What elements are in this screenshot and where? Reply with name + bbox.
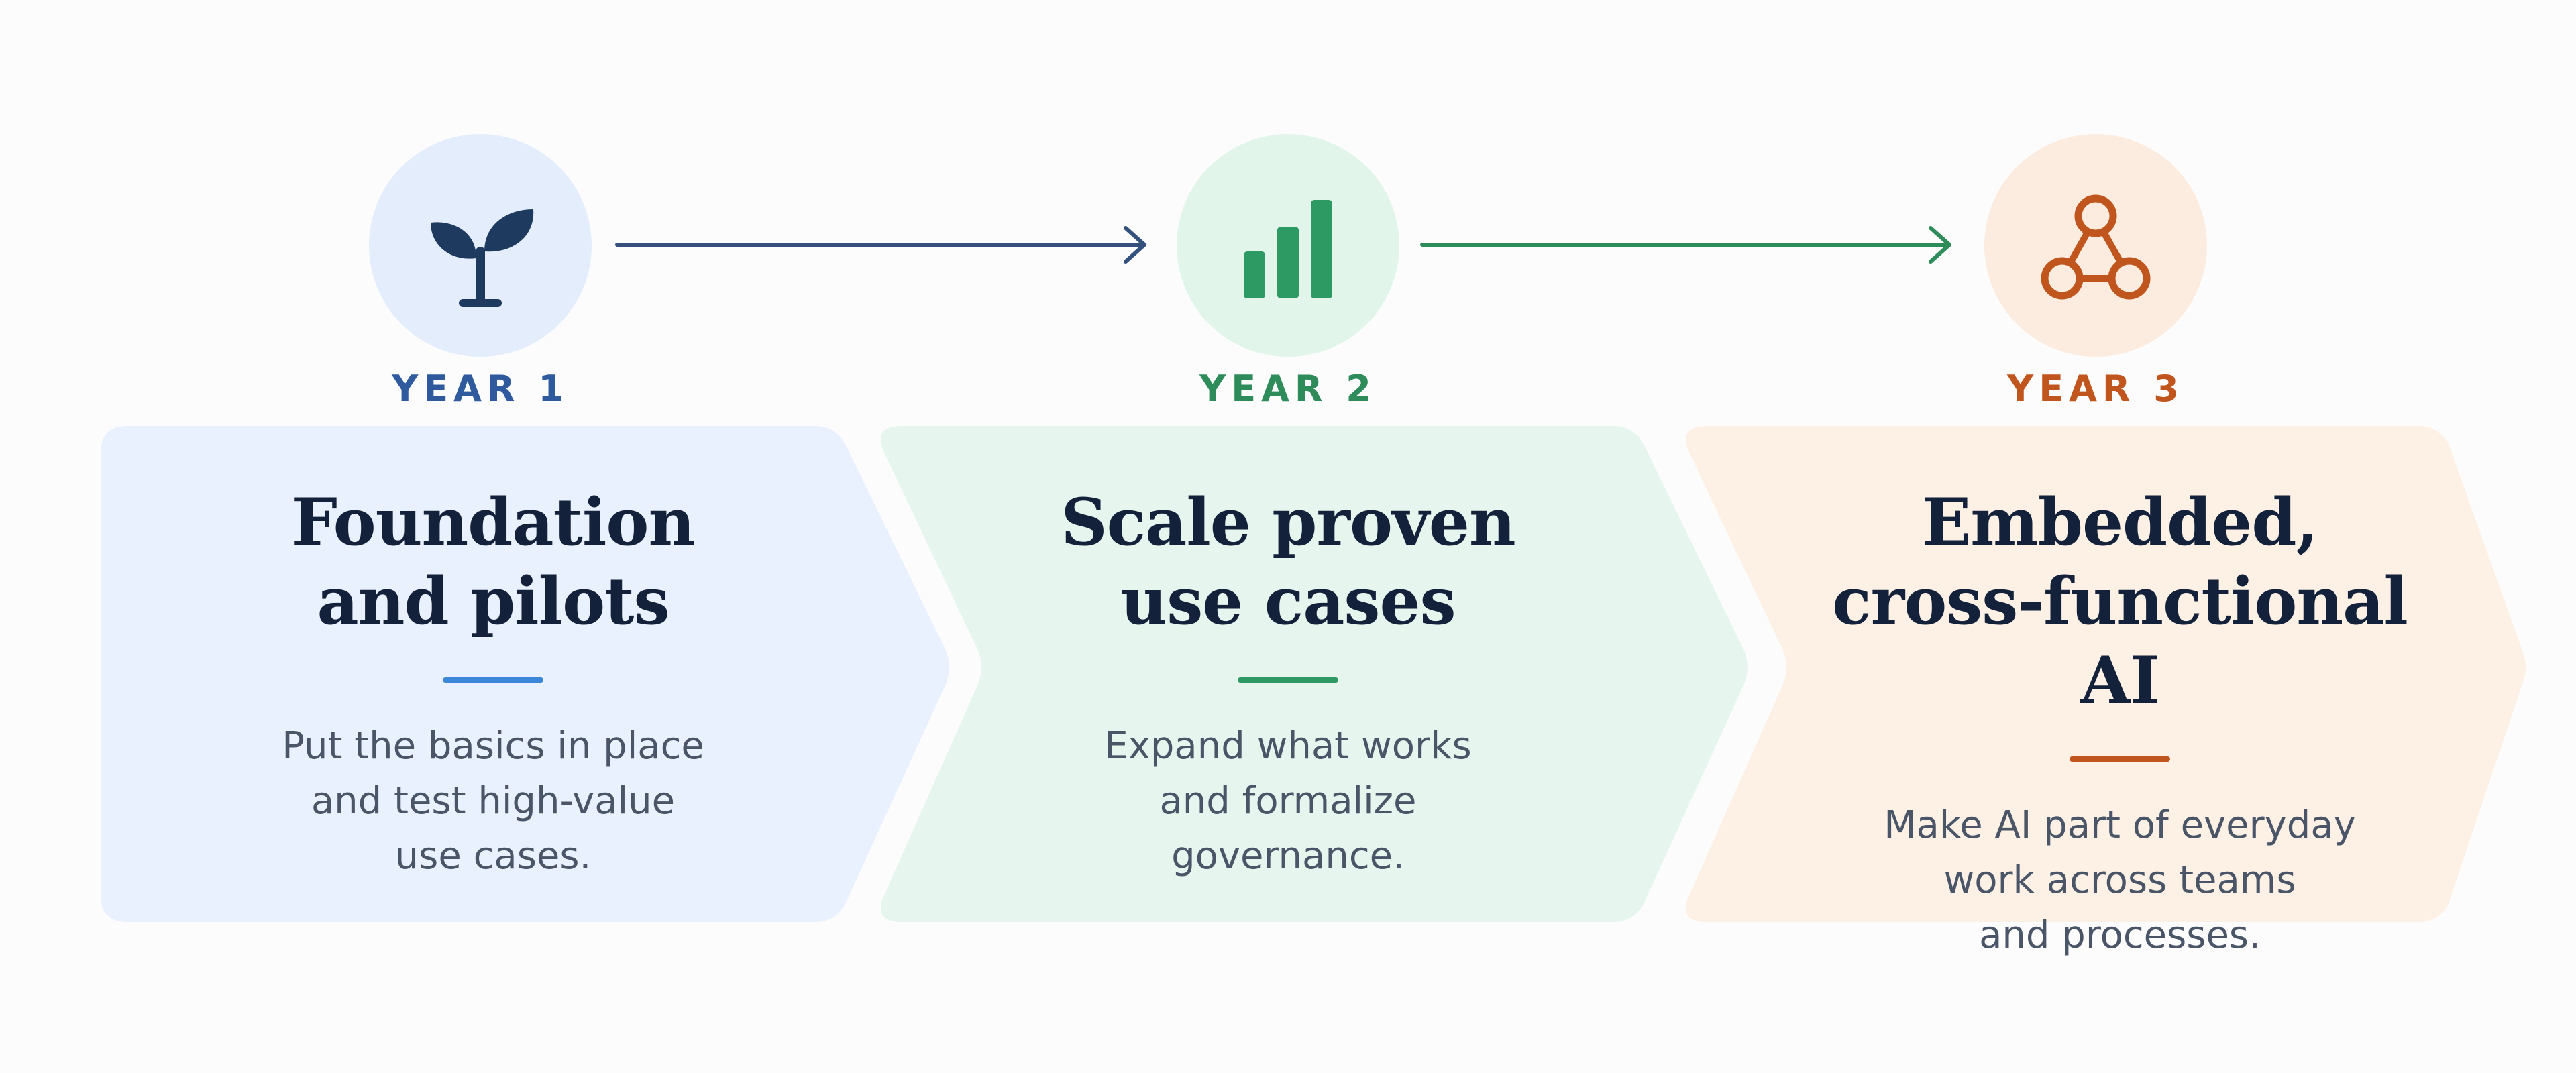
sprout-icon: [431, 209, 534, 307]
stage-1-content: Foundation and pilots Put the basics in …: [158, 483, 828, 884]
stage-2-underline: [1238, 677, 1338, 683]
stage-3-panel: [1685, 426, 2526, 922]
stage-2-panel: [880, 426, 1748, 922]
stage-3-title-line-1: Embedded,: [1922, 484, 2318, 560]
stage-2-desc-line-3: governance.: [1171, 834, 1405, 878]
stage-3-title: Embedded, cross-functional AI: [1784, 483, 2455, 720]
stage-2-title: Scale proven use cases: [953, 483, 1623, 641]
stage-1-description: Put the basics in place and test high-va…: [158, 719, 828, 884]
stage-2-desc-line-2: and formalize: [1159, 779, 1417, 823]
stage-2-title-line-2: use cases: [1120, 563, 1456, 639]
stage-1-desc-line-2: and test high-value: [311, 779, 676, 823]
stage-2-description: Expand what works and formalize governan…: [953, 719, 1623, 884]
connector-arrow-2: [1420, 226, 1951, 264]
stage-3-desc-line-3: and processes.: [1979, 913, 2261, 957]
stage-3-icon-circle: [1984, 134, 2207, 357]
stage-1-desc-line-3: use cases.: [394, 834, 592, 878]
stage-3-desc-line-2: work across teams: [1943, 858, 2296, 902]
stage-1-underline: [443, 677, 543, 683]
stage-3-year-label: YEAR 3: [2007, 368, 2184, 410]
stage-1-desc-line-1: Put the basics in place: [282, 724, 704, 768]
stage-1-year-label: YEAR 1: [392, 368, 569, 410]
stage-3-underline: [2070, 756, 2170, 762]
stage-1-title-line-2: and pilots: [317, 563, 669, 639]
stage-1-icon-circle: [369, 134, 592, 357]
stage-3-desc-line-1: Make AI part of everyday: [1884, 803, 2356, 847]
stage-3-description: Make AI part of everyday work across tea…: [1784, 798, 2455, 963]
stage-2-title-line-1: Scale proven: [1061, 484, 1515, 560]
stage-2-content: Scale proven use cases Expand what works…: [953, 483, 1623, 884]
stage-2-year-label: YEAR 2: [1199, 368, 1377, 410]
stage-2-icon-circle: [1177, 134, 1399, 357]
stage-3-content: Embedded, cross-functional AI Make AI pa…: [1784, 483, 2455, 963]
stage-1-title: Foundation and pilots: [158, 483, 828, 641]
stage-3-title-line-2: cross-functional AI: [1832, 563, 2408, 718]
bar-chart-icon: [1244, 200, 1332, 298]
stage-1-title-line-1: Foundation: [291, 484, 696, 560]
connector-arrow-1: [615, 226, 1146, 264]
stage-2-desc-line-1: Expand what works: [1104, 724, 1472, 768]
network-nodes-icon: [2041, 194, 2151, 300]
stage-1-panel: [101, 426, 949, 922]
